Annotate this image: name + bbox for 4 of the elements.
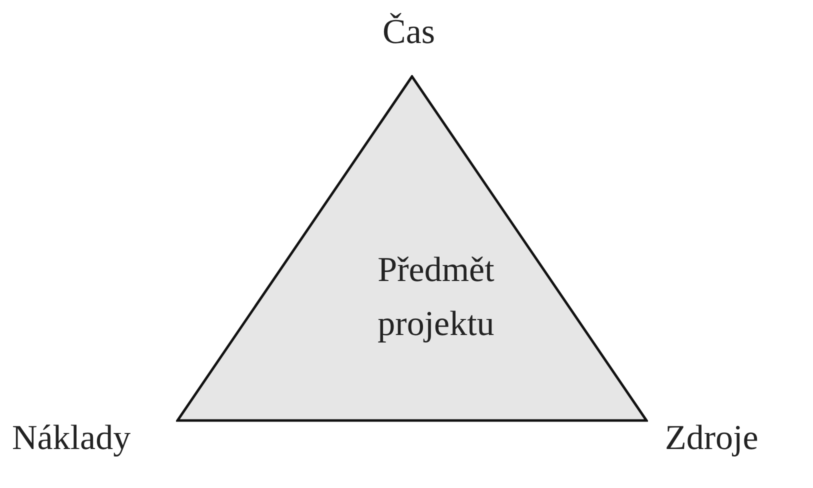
node-label: Předmět projektu bbox=[376, 249, 496, 345]
vertex-label: Zdroje bbox=[665, 418, 758, 458]
vertex-label: Čas bbox=[382, 12, 435, 52]
vertex-label: Náklady bbox=[12, 418, 131, 458]
